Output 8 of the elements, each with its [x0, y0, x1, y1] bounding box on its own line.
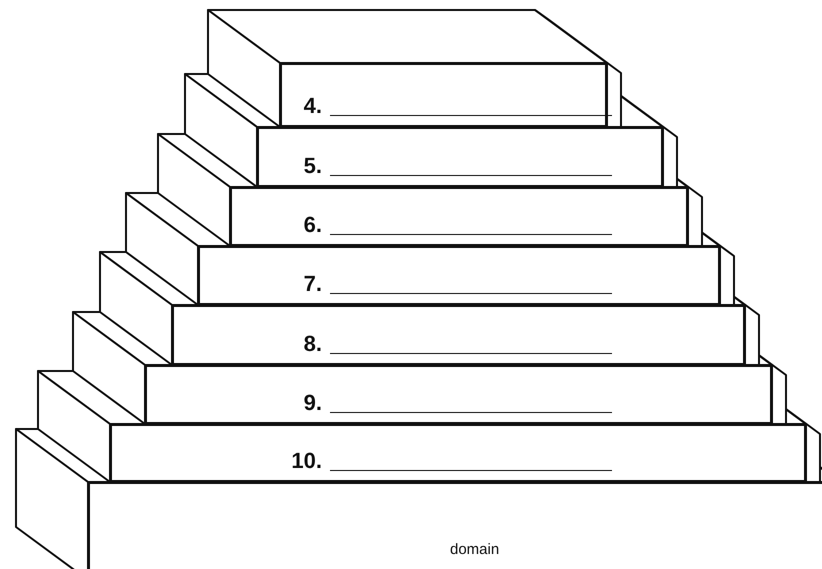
- step-number: 9.: [304, 390, 322, 416]
- base-label: domain: [450, 541, 500, 558]
- step-number: 4.: [304, 93, 322, 119]
- step-number: 7.: [304, 271, 322, 297]
- step-number: 8.: [304, 331, 322, 357]
- step-number: 5.: [304, 153, 322, 179]
- step-number: 10.: [291, 448, 322, 474]
- step-number: 6.: [304, 212, 322, 238]
